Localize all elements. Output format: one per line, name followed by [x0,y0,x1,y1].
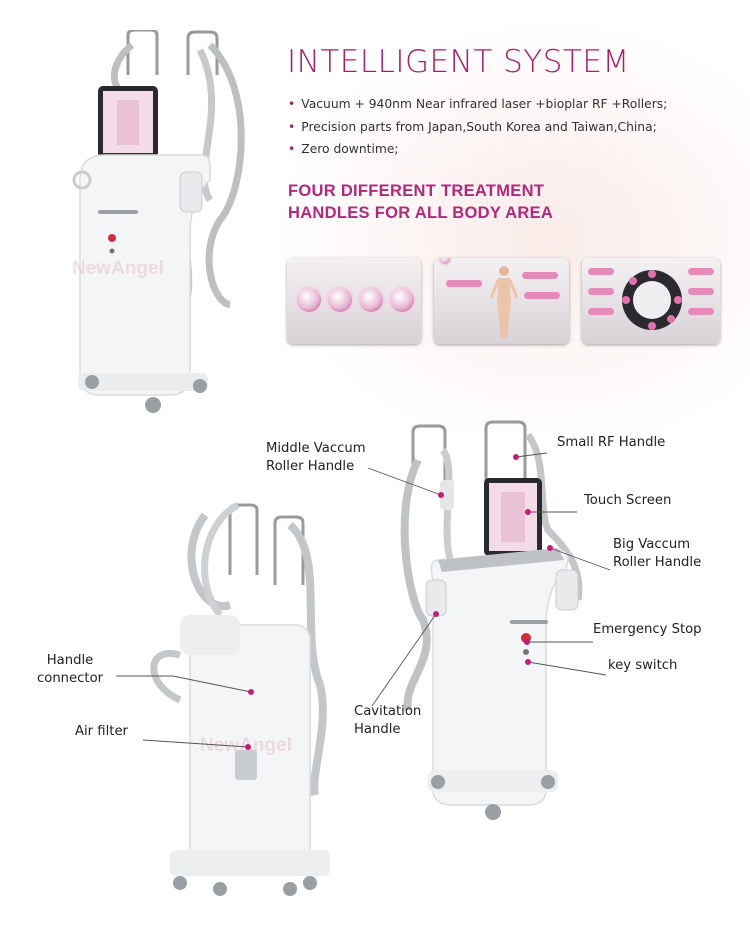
label-key-switch: key switch [608,658,678,673]
setting-tag [588,288,614,295]
setting-tag [688,268,714,275]
area-tag [522,272,558,279]
label-line: Big Vaccum [613,537,691,552]
screen-handles-thumbnail [287,258,421,344]
handle-icon [359,288,383,312]
machine-front-image [72,30,245,413]
body-figure-icon [489,266,519,338]
label-line: Roller Handle [613,555,702,570]
control-dial-icon [622,270,682,330]
area-tag [524,292,560,299]
page-title: INTELLIGENT SYSTEM [287,44,630,80]
machine-side-image [400,420,583,820]
subtitle-line-2: HANDLES FOR ALL BODY AREA [288,204,554,222]
label-emergency-stop: Emergency Stop [593,622,702,637]
machine-rear-image [150,501,330,896]
label-line: Middle Vaccum [266,441,366,456]
setting-tag [588,308,614,315]
label-handle-connector: Handle connector [37,652,103,688]
setting-tag [688,288,714,295]
handle-icon [390,288,414,312]
subtitle-line-1: FOUR DIFFERENT TREATMENT [288,182,545,200]
setting-tag [688,308,714,315]
feature-list: Vacuum + 940nm Near infrared laser +biop… [288,93,667,161]
watermark-top: NewAngel [72,258,164,279]
label-small-rf: Small RF Handle [557,435,666,450]
label-line: connector [37,671,104,686]
label-air-filter: Air filter [75,724,128,739]
handle-icon [328,288,352,312]
label-line: Roller Handle [266,459,355,474]
label-big-vaccum: Big Vaccum Roller Handle [613,536,701,572]
screen-settings-thumbnail [582,258,720,344]
watermark-bottom: NewAngel [200,735,292,756]
background-glow [250,0,750,430]
feature-item: Precision parts from Japan,South Korea a… [288,116,667,139]
feature-item: Zero downtime; [288,138,667,161]
handle-icon [440,258,450,264]
label-cavitation: Cavitation Handle [354,703,421,739]
area-tag [446,280,482,287]
label-middle-vaccum: Middle Vaccum Roller Handle [266,440,366,476]
subtitle: FOUR DIFFERENT TREATMENT HANDLES FOR ALL… [288,180,553,224]
label-touch-screen: Touch Screen [584,493,672,508]
label-line: Handle [46,653,94,668]
handle-icon [297,288,321,312]
screen-body-area-thumbnail [434,258,569,344]
label-line: Cavitation [354,704,422,719]
label-line: Handle [354,722,401,737]
setting-tag [588,268,614,275]
feature-item: Vacuum + 940nm Near infrared laser +biop… [288,93,667,116]
